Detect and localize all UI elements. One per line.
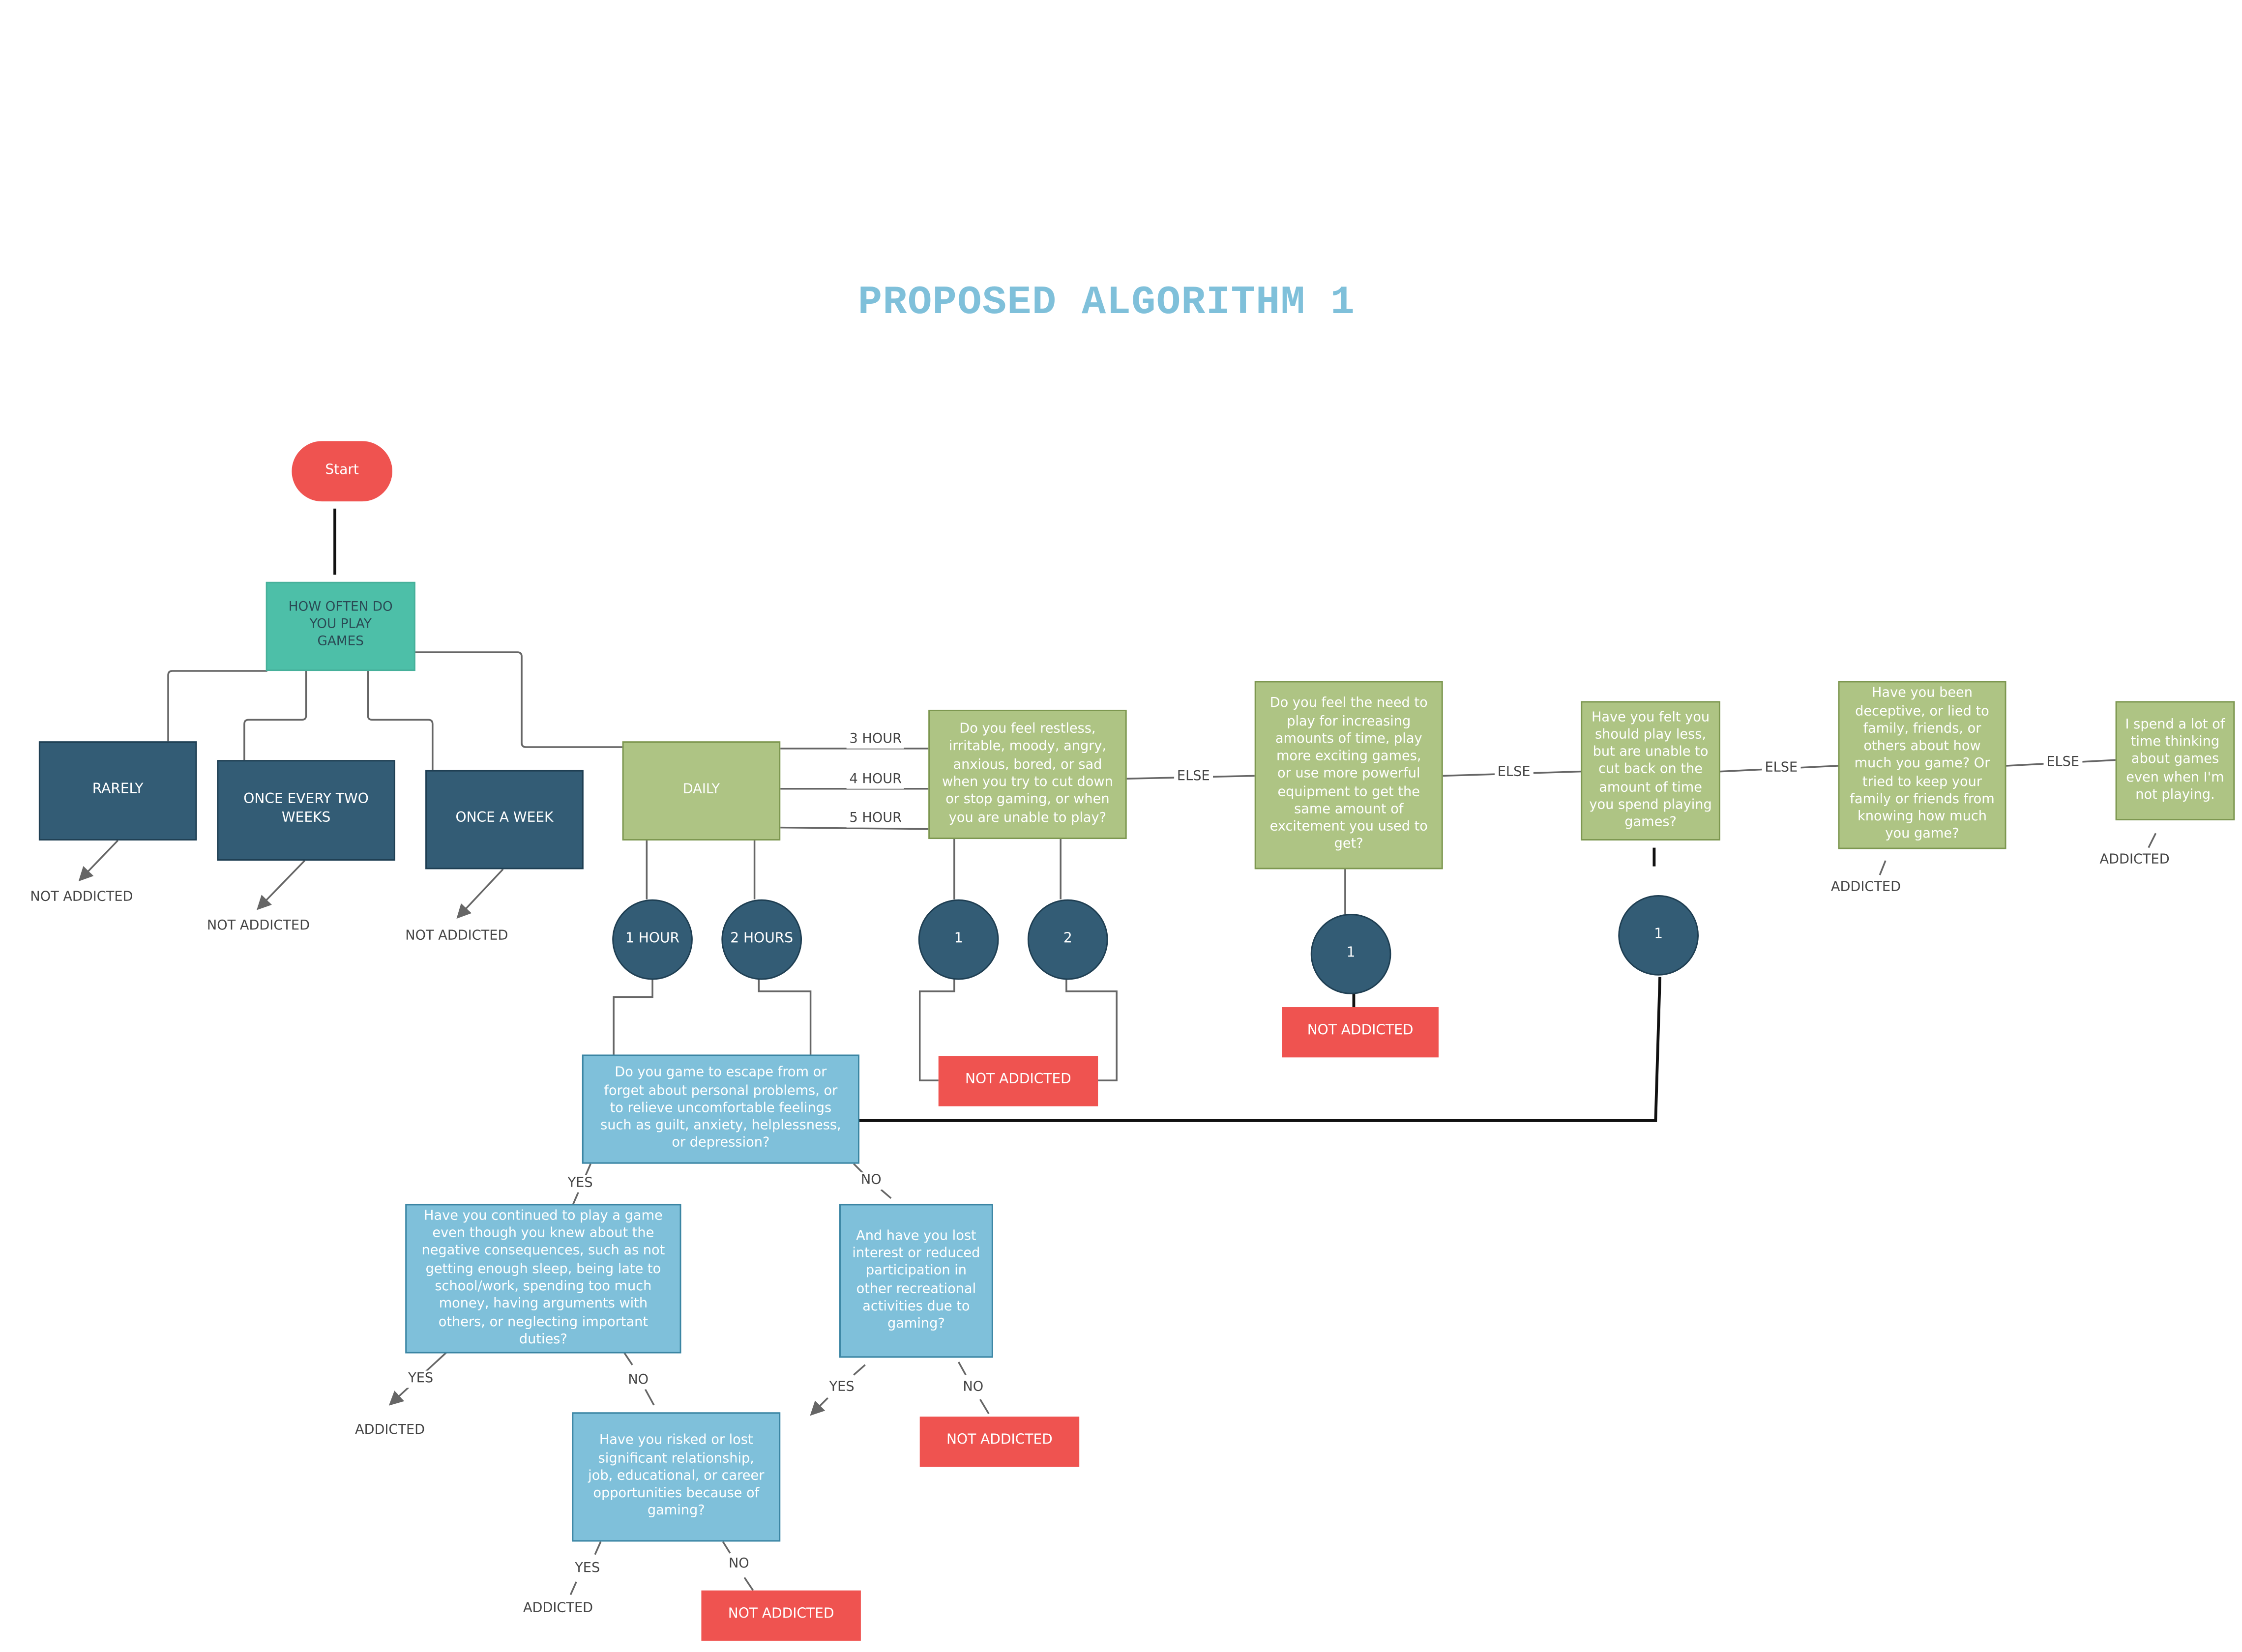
frequency-question-node[interactable]: HOW OFTEN DO YOU PLAY GAMES [266, 581, 415, 671]
edge-label-5-hour: 5 HOUR [846, 810, 905, 828]
edge-label-no: NO [726, 1556, 752, 1573]
edge-label-no: NO [858, 1172, 885, 1190]
edge-label-4-hour: 4 HOUR [846, 771, 905, 789]
risked-yes-connector-a [594, 1541, 602, 1555]
count-1-to-not-addicted-connector [918, 977, 955, 1081]
escape-to-play-less-count-connector [859, 977, 1661, 1122]
once-every-two-weeks-node[interactable]: ONCE EVERY TWO WEEKS [217, 760, 395, 861]
edge-label-else: ELSE [1762, 760, 1801, 778]
once-a-week-outcome-text: NOT ADDICTED [405, 928, 508, 944]
thinking-outcome-text: ADDICTED [2099, 852, 2170, 868]
need-more-count-node[interactable]: 1 [1310, 914, 1391, 994]
once-a-week-outcome-arrow [456, 869, 504, 919]
1-hour-to-escape-connector [613, 977, 653, 1056]
edge-label-else: ELSE [1174, 768, 1213, 786]
question-to-once-a-week-connector [367, 671, 434, 770]
consequences-no-connector-b [644, 1389, 655, 1406]
edge-label-yes: YES [826, 1379, 857, 1397]
edge-label-else: ELSE [1494, 764, 1534, 782]
need-more-question-node[interactable]: Do you feel the need to play for increas… [1254, 681, 1443, 869]
question-to-rarely-connector [167, 670, 267, 742]
lost-interest-question-node[interactable]: And have you lost interest or reduced pa… [839, 1204, 993, 1358]
risked-yes-connector-b [569, 1581, 577, 1595]
risked-yes-outcome-text: ADDICTED [523, 1600, 593, 1617]
rarely-outcome-arrow [78, 840, 118, 882]
risked-no-connector-a [722, 1541, 731, 1554]
thinking-outcome-connector [2148, 833, 2157, 848]
play-less-question-node[interactable]: Have you felt you should play less, but … [1581, 701, 1720, 840]
restless-question-node[interactable]: Do you feel restless, irritable, moody, … [928, 709, 1127, 840]
lost-interest-no-connector-b [979, 1399, 990, 1415]
play-less-count-node[interactable]: 1 [1618, 895, 1699, 976]
edge-label-else: ELSE [2043, 754, 2082, 772]
risked-question-node[interactable]: Have you risked or lost significant rela… [572, 1412, 781, 1542]
count-2-to-not-addicted-connector [1065, 977, 1118, 1081]
question-to-two-weeks-connector [243, 671, 307, 760]
two-weeks-outcome-arrow [257, 860, 305, 910]
2-hours-to-escape-connector [758, 977, 812, 1056]
lost-interest-no-connector-a [958, 1362, 967, 1376]
lost-interest-yes-arrow [810, 1397, 828, 1416]
deceptive-outcome-connector [1879, 860, 1887, 875]
daily-5-hour-connector [780, 826, 929, 830]
not-addicted-terminal[interactable]: NOT ADDICTED [919, 1417, 1080, 1467]
question-to-daily-connector [415, 651, 622, 748]
consequences-no-connector-a [623, 1351, 633, 1365]
rarely-node[interactable]: RARELY [38, 741, 197, 840]
2-hours-node[interactable]: 2 HOURS [721, 899, 802, 980]
restless-count-1-node[interactable]: 1 [918, 899, 999, 980]
escape-question-node[interactable]: Do you game to escape from or forget abo… [582, 1054, 859, 1164]
restless-count-2-node[interactable]: 2 [1027, 899, 1108, 980]
diagram-title: PROPOSED ALGORITHM 1 [857, 281, 1356, 326]
edge-label-yes: YES [405, 1370, 437, 1388]
edge-label-yes: YES [572, 1560, 603, 1578]
deceptive-question-node[interactable]: Have you been deceptive, or lied to fami… [1838, 681, 2006, 849]
edge-label-yes: YES [564, 1175, 596, 1193]
1-hour-node[interactable]: 1 HOUR [612, 899, 693, 980]
start-node[interactable]: Start [292, 441, 392, 502]
edge-label-no: NO [625, 1372, 651, 1390]
consequences-yes-outcome-text: ADDICTED [354, 1422, 425, 1438]
not-addicted-terminal[interactable]: NOT ADDICTED [701, 1590, 861, 1641]
edge-label-no: NO [960, 1379, 987, 1397]
once-a-week-node[interactable]: ONCE A WEEK [425, 770, 584, 869]
two-weeks-outcome-text: NOT ADDICTED [206, 918, 310, 934]
lost-interest-yes-connector [853, 1364, 866, 1376]
escape-no-connector-b [880, 1188, 892, 1199]
thinking-question-node[interactable]: I spend a lot of time thinking about gam… [2115, 701, 2235, 821]
rarely-outcome-text: NOT ADDICTED [30, 889, 133, 905]
edge-label-3-hour: 3 HOUR [846, 731, 905, 749]
risked-no-connector-b [743, 1577, 754, 1591]
deceptive-outcome-text: ADDICTED [1830, 879, 1901, 896]
not-addicted-terminal[interactable]: NOT ADDICTED [1282, 1007, 1439, 1058]
daily-node[interactable]: DAILY [622, 741, 781, 840]
consequences-question-node[interactable]: Have you continued to play a game even t… [405, 1204, 681, 1354]
not-addicted-terminal[interactable]: NOT ADDICTED [938, 1056, 1098, 1106]
